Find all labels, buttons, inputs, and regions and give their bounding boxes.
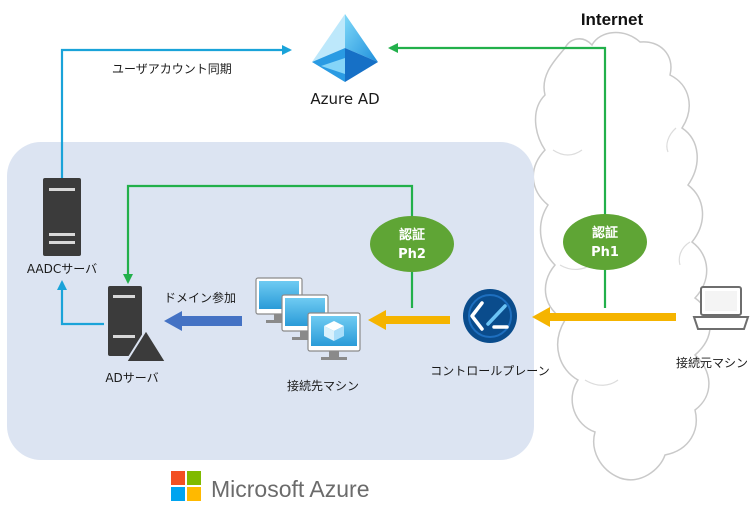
auth-ph1-title: 認証 [592, 225, 618, 241]
domain-join-label: ドメイン参加 [164, 290, 236, 305]
domain-join-arrow [164, 311, 242, 331]
azure-ad-icon [312, 14, 378, 82]
auth-ph1-badge: 認証 Ph1 [563, 214, 647, 270]
auth-ph2-title: 認証 [399, 227, 425, 243]
control-plane-label: コントロールプレーン [430, 364, 549, 378]
ad-server-icon [108, 286, 168, 363]
ad-server-label: ADサーバ [105, 371, 158, 385]
connection-arrow-to-machines [368, 310, 450, 330]
ad-to-aadc-arrow [57, 280, 104, 326]
source-machine-label: 接続元マシン [676, 355, 748, 370]
auth-ph2-phase: Ph2 [398, 247, 426, 262]
target-machines-icon [255, 277, 361, 360]
control-plane-icon [463, 289, 517, 343]
auth-ph2-badge: 認証 Ph2 [370, 216, 454, 272]
user-sync-label: ユーザアカウント同期 [112, 62, 232, 76]
azure-ad-label: Azure AD [310, 90, 379, 108]
connection-arrow-to-control-plane [532, 307, 676, 327]
aadc-server-label: AADCサーバ [27, 262, 97, 276]
target-machines-label: 接続先マシン [287, 378, 359, 393]
aadc-server-icon [43, 178, 81, 256]
microsoft-logo-icon [171, 471, 201, 501]
laptop-icon [692, 286, 750, 330]
auth-ph1-phase: Ph1 [591, 245, 619, 260]
user-sync-arrow [60, 45, 292, 178]
internet-label: Internet [581, 10, 644, 29]
microsoft-azure-label: Microsoft Azure [211, 476, 370, 502]
